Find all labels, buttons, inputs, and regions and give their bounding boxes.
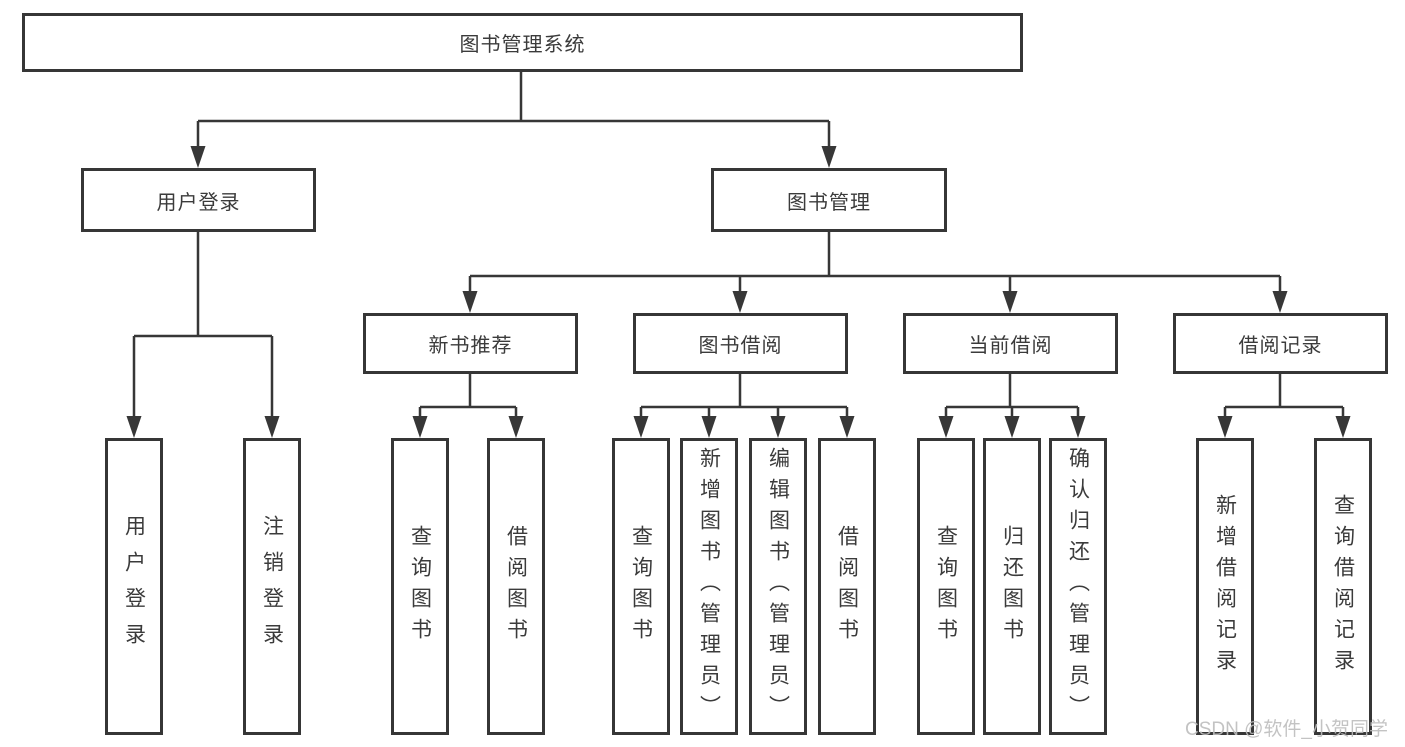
leaf-confirm-return-admin: 确认归还（管理员） [1049,438,1107,735]
leaf-borrow-books-recommend: 借阅图书 [487,438,545,735]
leaf-edit-books-admin: 编辑图书（管理员） [749,438,807,735]
node-user-login-label: 用户登录 [156,191,241,214]
leaf-add-books-admin: 新增图书（管理员） [680,438,738,735]
leaf-query-borrow-record-label: 查询借阅记录 [1331,493,1355,680]
leaf-query-books-recommend-label: 查询图书 [408,524,432,649]
leaf-borrow-books-borrowing: 借阅图书 [818,438,876,735]
node-book-borrowing: 图书借阅 [633,313,848,374]
leaf-query-books-current-label: 查询图书 [934,524,958,649]
leaf-return-books-label: 归还图书 [1000,524,1024,649]
csdn-watermark: CSDN @软件_小贺同学 [1185,719,1388,740]
node-user-login: 用户登录 [81,168,316,232]
leaf-borrow-books-recommend-label: 借阅图书 [504,524,528,649]
node-new-book-recommend-label: 新书推荐 [428,335,513,357]
leaf-borrow-books-borrowing-label: 借阅图书 [835,524,859,649]
leaf-query-books-borrowing-label: 查询图书 [629,524,653,649]
leaf-confirm-return-admin-label: 确认归还（管理员） [1066,447,1090,726]
leaf-query-borrow-record: 查询借阅记录 [1314,438,1372,735]
node-current-borrowing-label: 当前借阅 [968,335,1053,357]
node-current-borrowing: 当前借阅 [903,313,1118,374]
leaf-user-login-label: 用户登录 [122,514,146,659]
leaf-query-books-current: 查询图书 [917,438,975,735]
leaf-query-books-recommend: 查询图书 [391,438,449,735]
leaf-add-borrow-record-label: 新增借阅记录 [1213,493,1237,680]
node-book-management-label: 图书管理 [787,191,871,214]
leaf-add-books-admin-label: 新增图书（管理员） [697,447,721,726]
leaf-add-borrow-record: 新增借阅记录 [1196,438,1254,735]
leaf-logout-login: 注销登录 [243,438,301,735]
node-borrowing-records-label: 借阅记录 [1238,335,1323,357]
node-root-label: 图书管理系统 [459,34,586,56]
node-book-borrowing-label: 图书借阅 [698,335,783,357]
node-book-management: 图书管理 [711,168,947,232]
leaf-edit-books-admin-label: 编辑图书（管理员） [766,447,790,726]
leaf-return-books: 归还图书 [983,438,1041,735]
leaf-user-login: 用户登录 [105,438,163,735]
leaf-logout-login-label: 注销登录 [260,514,284,659]
arrowheads [126,146,1351,438]
leaf-query-books-borrowing: 查询图书 [612,438,670,735]
node-new-book-recommend: 新书推荐 [363,313,578,374]
node-root-system: 图书管理系统 [22,13,1023,72]
node-borrowing-records: 借阅记录 [1173,313,1388,374]
